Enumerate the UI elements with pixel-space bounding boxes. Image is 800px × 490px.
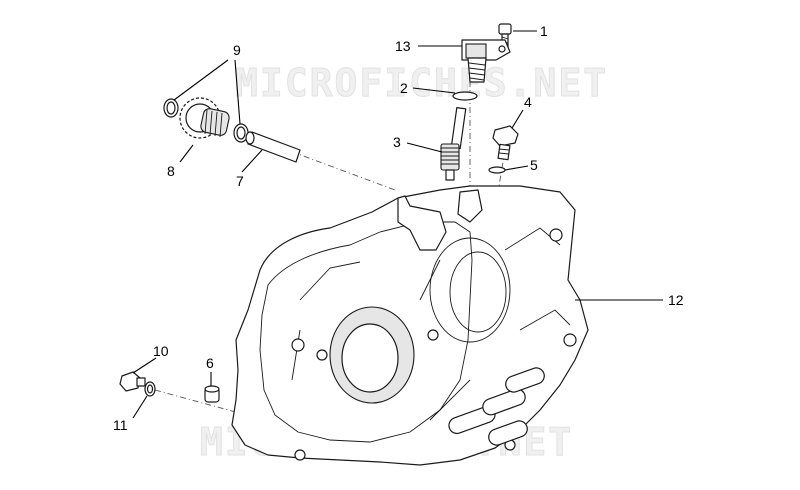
- callout-13: 13: [395, 38, 411, 54]
- callout-7: 7: [236, 173, 244, 189]
- callout-2: 2: [400, 80, 408, 96]
- crankcase-dowel-bosses: [448, 367, 545, 446]
- part-11-washer: [144, 381, 156, 397]
- leader-lines: [132, 30, 663, 419]
- callout-4: 4: [524, 94, 532, 110]
- part-13-drive-housing: [461, 39, 511, 83]
- callout-11: 11: [113, 417, 128, 433]
- part-4-bolt: [492, 125, 519, 161]
- callout-10: 10: [153, 343, 169, 359]
- part-3-drive-gear: [440, 107, 467, 181]
- callout-3: 3: [393, 134, 401, 150]
- callout-9: 9: [233, 42, 241, 58]
- callout-5: 5: [530, 157, 538, 173]
- part-8-sprocket: [179, 97, 230, 139]
- part-10-plug: [119, 371, 146, 392]
- assembly-axis-shaft: [254, 137, 396, 191]
- part-6-dowel: [204, 385, 220, 403]
- part-9-rings: [163, 98, 249, 143]
- callout-6: 6: [206, 355, 214, 371]
- callout-1: 1: [540, 23, 548, 39]
- crankcase-half: [231, 185, 589, 466]
- watermark-top: MICROFICHES.NET: [235, 61, 608, 105]
- part-2-o-ring: [452, 91, 478, 101]
- callout-12: 12: [668, 292, 684, 308]
- callout-8: 8: [167, 163, 175, 179]
- part-7-pin: [245, 131, 301, 163]
- assembly-axis-bolt: [494, 149, 506, 211]
- part-5-washer: [488, 166, 506, 174]
